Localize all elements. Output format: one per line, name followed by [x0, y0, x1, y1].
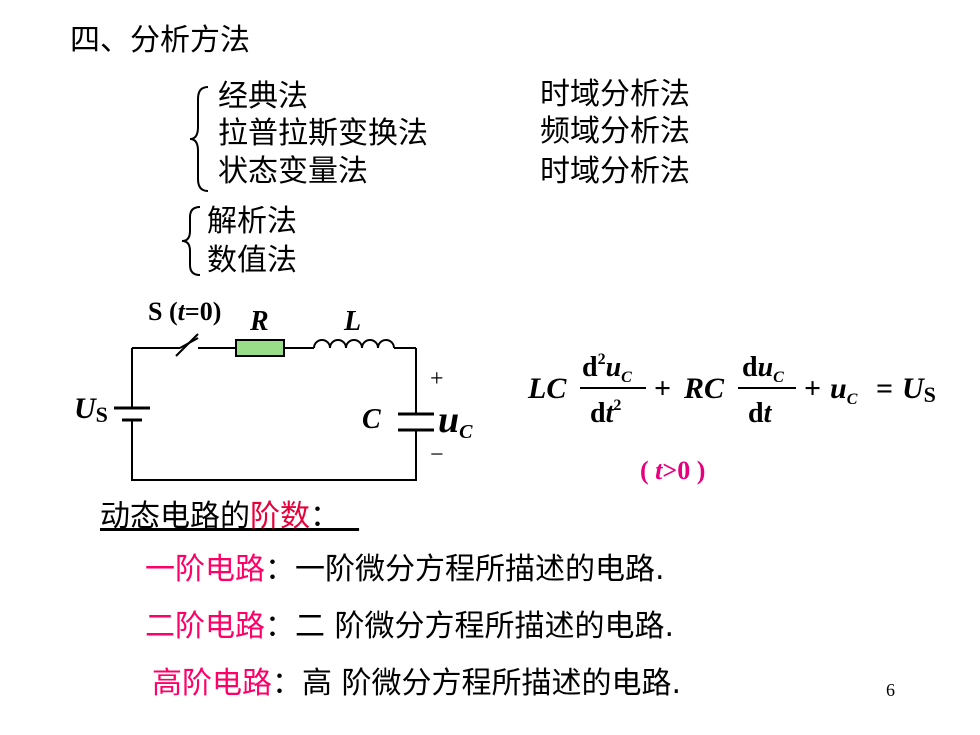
order-item: 二阶电路：二 阶微分方程所描述的电路. [145, 609, 675, 644]
eq-rc: RC [683, 372, 725, 405]
eq-frac1-denominator: dt2 [590, 397, 621, 429]
order-heading: 动态电路的阶数： [100, 499, 340, 534]
solution-method: 数值法 [207, 243, 297, 278]
order-item: 高阶电路：高 阶微分方程所描述的电路. [152, 666, 682, 701]
eq-lc: LC [527, 372, 567, 405]
inductor-label: L [343, 306, 361, 337]
method-name: 经典法 [218, 79, 308, 114]
order-item: 一阶电路：一阶微分方程所描述的电路. [145, 552, 665, 587]
plus-sign: + [430, 366, 444, 392]
method-name: 拉普拉斯变换法 [218, 116, 428, 151]
method-name: 状态变量法 [218, 154, 368, 189]
eq-frac2-numerator: duC [742, 352, 784, 386]
method-domain: 时域分析法 [540, 77, 690, 112]
rlc-circuit-diagram: S (t=0) R L US C uC + − [74, 297, 473, 481]
page-number: 6 [886, 680, 895, 700]
resistor [235, 339, 285, 357]
source-label: US [74, 392, 108, 427]
eq-us: US [902, 372, 936, 407]
solution-method: 解析法 [207, 204, 297, 239]
time-condition: ( t>0 ) [640, 456, 706, 485]
switch-mark [175, 333, 199, 357]
eq-frac1-numerator: d2uC [582, 351, 632, 386]
eq-equals: = [876, 372, 893, 405]
left-brace-icon [189, 86, 209, 192]
switch-label: S (t=0) [148, 297, 221, 326]
eq-plus: + [654, 372, 671, 405]
minus-sign: − [430, 442, 444, 468]
capacitor-label: C [362, 404, 381, 435]
differential-equation: LC d2uC dt2 + RC duC dt + uC = US [527, 351, 936, 429]
eq-plus: + [804, 372, 821, 405]
eq-uc: uC [830, 372, 858, 408]
resistor-label: R [249, 306, 269, 337]
method-domain: 时域分析法 [540, 154, 690, 189]
capacitor-voltage-label: uC [438, 399, 473, 443]
section-title: 四、分析方法 [70, 23, 250, 58]
method-domain: 频域分析法 [540, 114, 690, 149]
inductor [313, 339, 395, 349]
left-brace-icon [181, 206, 201, 276]
eq-frac2-denominator: dt [748, 398, 773, 429]
wire [131, 420, 417, 481]
